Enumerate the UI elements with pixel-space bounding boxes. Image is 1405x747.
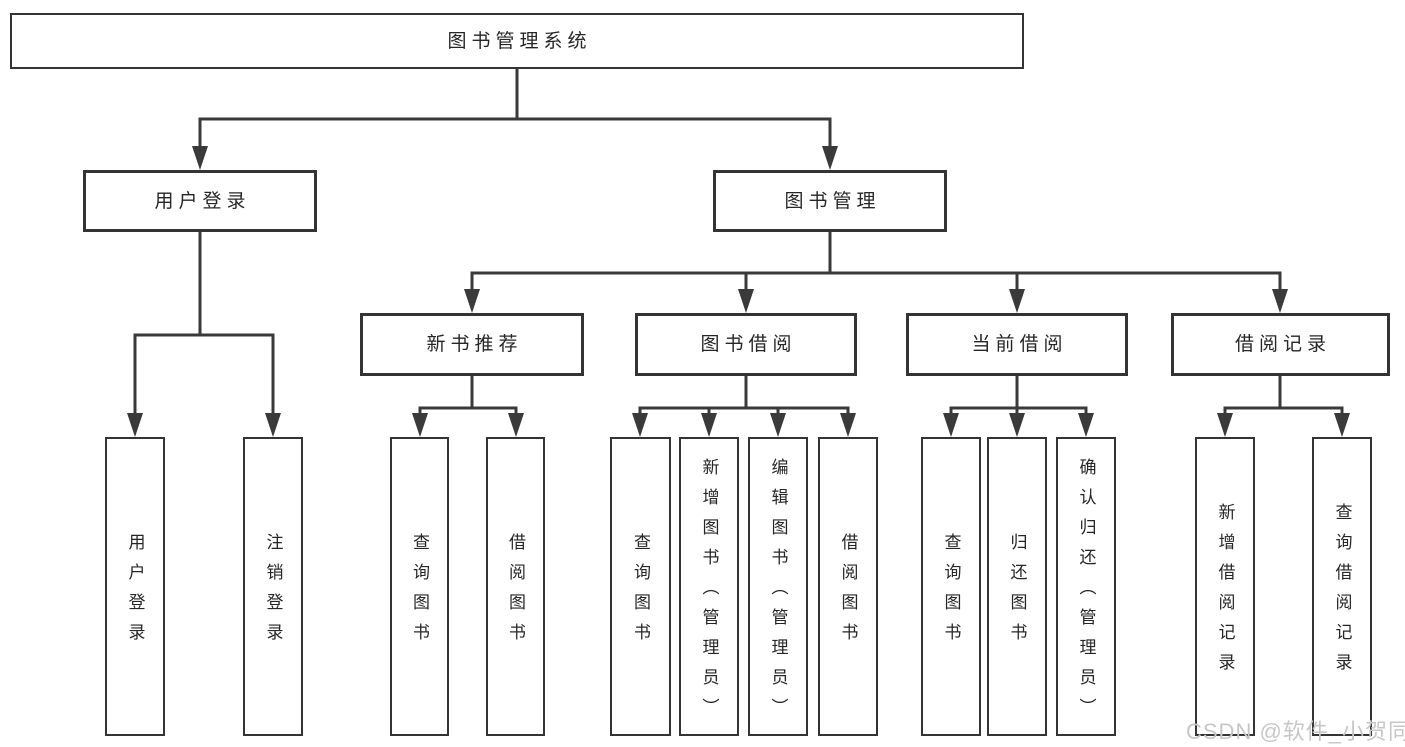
node-current-borrowing-label: 当前借阅 xyxy=(971,334,1068,355)
leaf-query-books-current: 查询图书 xyxy=(921,437,981,736)
leaf-add-book-admin-label: 新增图书（管理员） xyxy=(699,458,719,728)
leaf-borrow-books-recommend-label: 借阅图书 xyxy=(506,533,525,653)
node-borrowing-records-label: 借阅记录 xyxy=(1234,334,1331,355)
leaf-logout: 注销登录 xyxy=(243,437,303,736)
leaf-query-borrow-record: 查询借阅记录 xyxy=(1312,437,1372,736)
leaf-return-books: 归还图书 xyxy=(987,437,1047,736)
leaf-user-login-label: 用户登录 xyxy=(125,533,145,653)
node-book-management: 图书管理 xyxy=(713,170,947,232)
node-new-book-recommendation: 新书推荐 xyxy=(360,313,584,376)
leaf-add-book-admin: 新增图书（管理员） xyxy=(679,437,739,736)
node-book-borrowing: 图书借阅 xyxy=(635,313,857,376)
leaf-edit-book-admin-label: 编辑图书（管理员） xyxy=(768,458,788,728)
node-book-borrowing-label: 图书借阅 xyxy=(700,334,797,355)
node-current-borrowing: 当前借阅 xyxy=(906,313,1128,376)
node-root: 图书管理系统 xyxy=(10,13,1024,69)
leaf-confirm-return-admin: 确认归还（管理员） xyxy=(1056,437,1116,736)
leaf-add-borrow-record: 新增借阅记录 xyxy=(1195,437,1255,736)
leaf-query-books-current-label: 查询图书 xyxy=(941,533,961,653)
node-user-login: 用户登录 xyxy=(83,170,317,232)
node-root-label: 图书管理系统 xyxy=(447,30,592,52)
leaf-confirm-return-admin-label: 确认归还（管理员） xyxy=(1076,458,1096,728)
leaf-user-login: 用户登录 xyxy=(105,437,165,736)
leaf-query-books-borrow: 查询图书 xyxy=(610,437,671,736)
leaf-query-books-recommend: 查询图书 xyxy=(390,437,449,736)
leaf-query-borrow-record-label: 查询借阅记录 xyxy=(1332,503,1352,683)
leaf-logout-label: 注销登录 xyxy=(263,533,283,653)
leaf-borrow-books: 借阅图书 xyxy=(818,437,878,736)
leaf-return-books-label: 归还图书 xyxy=(1007,533,1027,653)
node-user-login-label: 用户登录 xyxy=(154,190,251,212)
leaf-add-borrow-record-label: 新增借阅记录 xyxy=(1215,503,1235,683)
node-new-book-recommendation-label: 新书推荐 xyxy=(426,334,523,355)
leaf-borrow-books-label: 借阅图书 xyxy=(838,533,858,653)
watermark: CSDN @软件_小贺同学 xyxy=(1186,719,1405,744)
node-borrowing-records: 借阅记录 xyxy=(1171,313,1390,376)
node-book-management-label: 图书管理 xyxy=(784,190,881,212)
leaf-edit-book-admin: 编辑图书（管理员） xyxy=(748,437,808,736)
leaf-query-books-recommend-label: 查询图书 xyxy=(410,533,429,653)
leaf-borrow-books-recommend: 借阅图书 xyxy=(486,437,545,736)
leaf-query-books-borrow-label: 查询图书 xyxy=(631,533,650,653)
